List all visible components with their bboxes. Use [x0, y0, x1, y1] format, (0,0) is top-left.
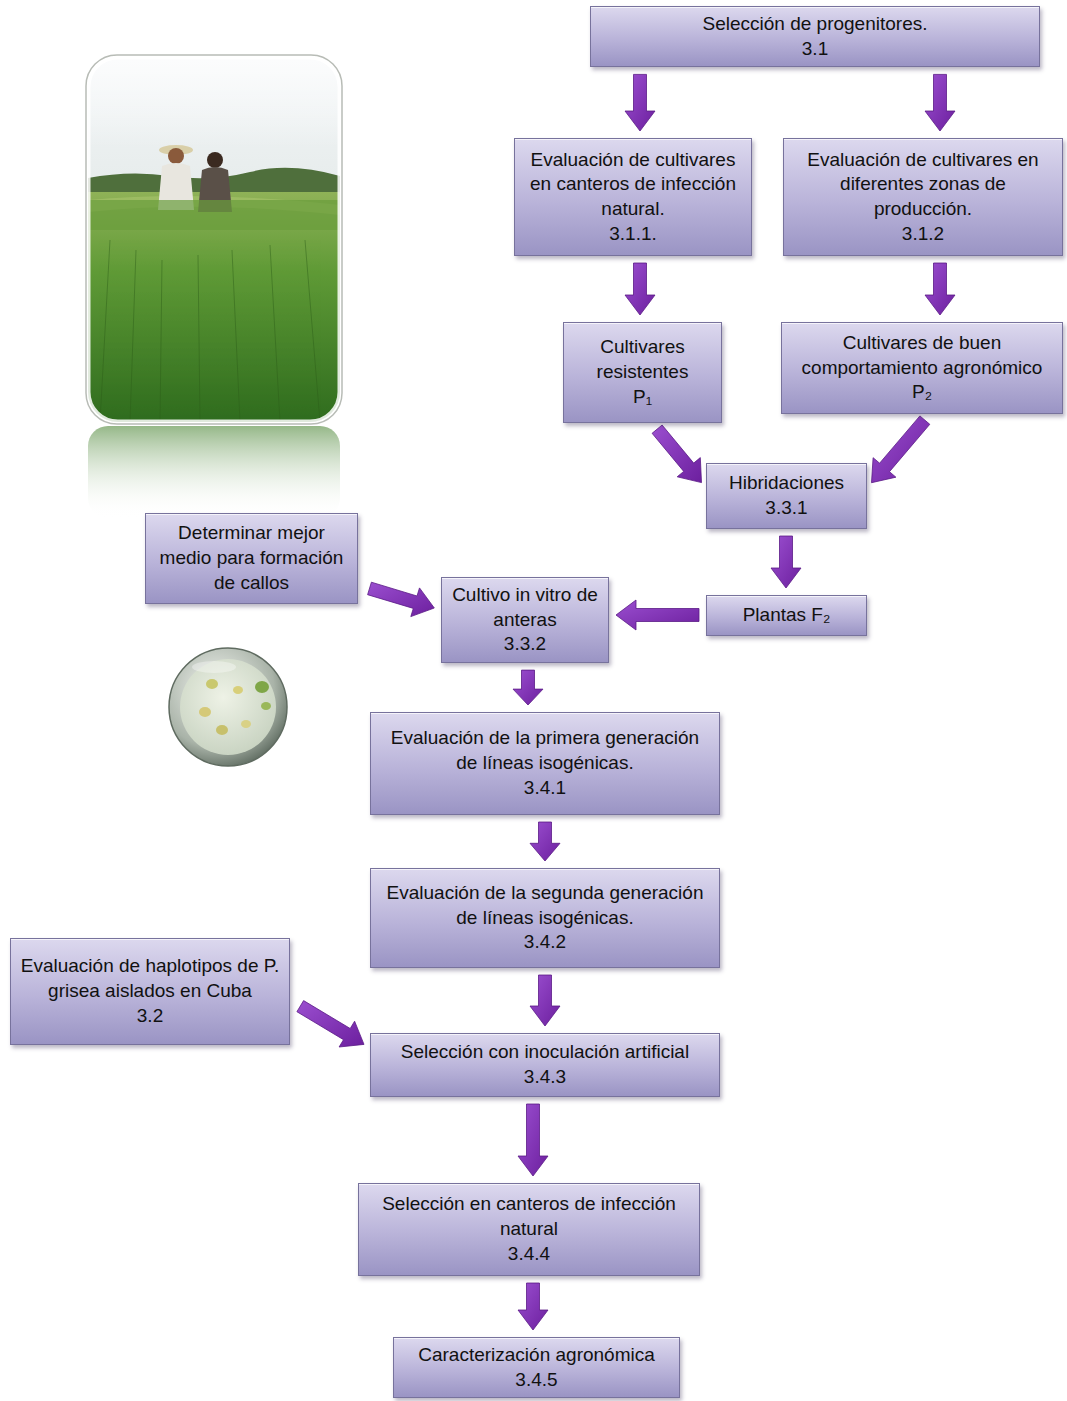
photo-frame: [88, 57, 340, 422]
section-number: 3.1: [802, 37, 828, 62]
process-box: Caracterización agronómica3.4.5: [393, 1337, 680, 1398]
flow-arrow: [368, 582, 435, 616]
box-text: Cultivares resistentes: [573, 335, 712, 384]
section-number: 3.4.1: [524, 776, 566, 801]
process-box: Selección en canteros de infección natur…: [358, 1183, 700, 1276]
flow-arrow: [530, 822, 560, 861]
box-text: Evaluación de la primera generación de l…: [380, 726, 710, 775]
box-text: Evaluación de la segunda generación de l…: [380, 881, 710, 930]
section-number: 3.4.2: [524, 930, 566, 955]
process-box: Plantas F₂: [706, 595, 867, 636]
section-number: 3.4.3: [524, 1065, 566, 1090]
box-text: Evaluación de cultivares en diferentes z…: [793, 148, 1053, 222]
process-box: Determinar mejor medio para formación de…: [145, 513, 358, 604]
box-text: Cultivo in vitro de anteras: [451, 583, 599, 632]
box-text: Selección en canteros de infección natur…: [368, 1192, 690, 1241]
petri-dish: [169, 648, 287, 766]
flow-arrow: [625, 74, 655, 131]
flow-arrow: [297, 1001, 364, 1047]
process-box: Cultivo in vitro de anteras3.3.2: [441, 577, 609, 663]
section-number: 3.4.5: [515, 1368, 557, 1393]
section-number: 3.4.4: [508, 1242, 550, 1267]
box-text: Selección de progenitores.: [703, 12, 928, 37]
process-box: Evaluación de cultivares en diferentes z…: [783, 138, 1063, 256]
process-box: Selección de progenitores.3.1: [590, 6, 1040, 67]
box-text: Selección con inoculación artificial: [401, 1040, 689, 1065]
process-box: Evaluación de cultivares en canteros de …: [514, 138, 752, 256]
photo-frame-edge: [86, 55, 342, 424]
flow-arrow: [925, 263, 955, 315]
flow-arrow: [616, 600, 699, 630]
flow-arrow: [771, 536, 801, 588]
flow-arrow: [925, 74, 955, 131]
photo-reflection: [88, 426, 340, 518]
process-box: Cultivares de buen comportamiento agronó…: [781, 322, 1063, 414]
process-box: Evaluación de la segunda generación de l…: [370, 868, 720, 968]
flow-arrow: [652, 425, 701, 483]
section-number: P₁: [633, 385, 652, 410]
process-box: Evaluación de la primera generación de l…: [370, 712, 720, 815]
flow-arrow: [530, 975, 560, 1026]
section-number: P₂: [912, 380, 932, 405]
box-text: Cultivares de buen comportamiento agronó…: [791, 331, 1053, 380]
box-text: Caracterización agronómica: [418, 1343, 655, 1368]
process-box: Cultivares resistentesP₁: [563, 322, 722, 423]
section-number: 3.2: [137, 1004, 163, 1029]
section-number: 3.1.1.: [609, 222, 657, 247]
process-box: Selección con inoculación artificial3.4.…: [370, 1033, 720, 1097]
box-text: Evaluación de haplotipos de P. grisea ai…: [20, 954, 280, 1003]
process-box: Evaluación de haplotipos de P. grisea ai…: [10, 938, 290, 1045]
section-number: 3.3.2: [504, 632, 546, 657]
flow-arrow: [518, 1283, 548, 1330]
rice-field-photo: [88, 57, 340, 422]
flow-arrow: [513, 670, 543, 705]
process-box: Hibridaciones3.3.1: [706, 463, 867, 529]
box-text: Determinar mejor medio para formación de…: [155, 521, 348, 595]
flow-arrow: [625, 263, 655, 315]
section-number: 3.1.2: [902, 222, 944, 247]
box-text: Evaluación de cultivares en canteros de …: [524, 148, 742, 222]
box-text: Hibridaciones: [729, 471, 844, 496]
box-text: Plantas F₂: [743, 603, 831, 628]
flow-arrow: [872, 416, 930, 483]
flow-arrow: [518, 1104, 548, 1176]
section-number: 3.3.1: [765, 496, 807, 521]
